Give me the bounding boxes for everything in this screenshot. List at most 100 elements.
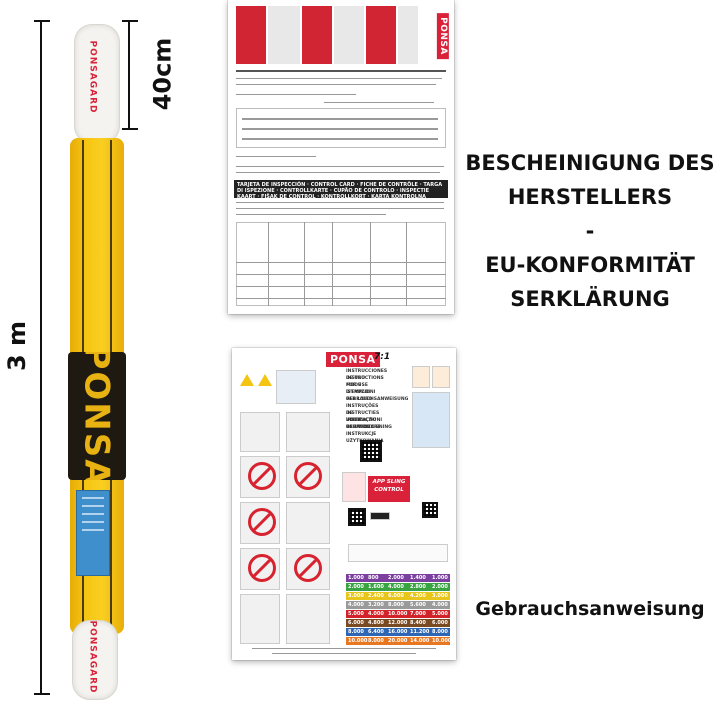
usage-pictogram (240, 594, 280, 644)
language-item: INSTRUCTIONS FOR USE (346, 376, 384, 388)
wll-value: 4.000 (368, 611, 384, 617)
language-item: GEBRAUCHSANWEISUNG (346, 397, 409, 402)
wll-value: 3.000 (432, 593, 448, 599)
wll-value: 6.400 (368, 629, 384, 635)
wll-value: 6.000 (432, 620, 448, 626)
app-sling-control-badge: APP SLING CONTROL (368, 476, 410, 502)
table-column (406, 222, 407, 306)
text-line (236, 208, 444, 209)
footer-line (252, 648, 436, 649)
eye-dimension-bottom-tick (122, 128, 138, 130)
wll-value: 12.000 (388, 620, 408, 626)
wll-value: 10.000 (432, 638, 452, 644)
wll-value: 6.000 (348, 620, 364, 626)
length-dimension-line (40, 20, 42, 695)
user-manual: PONSA 7:1 INSTRUCCIONES DE USO INSTRUCTI… (232, 348, 456, 660)
wll-value: 2.000 (388, 575, 404, 581)
wll-value: 800 (368, 575, 379, 581)
wll-value: 2.800 (410, 584, 426, 590)
conformity-caption-line: HERSTELLERS (507, 185, 673, 209)
header-red-cell (366, 6, 396, 64)
label-thumbnail (432, 366, 450, 388)
wll-value: 3.000 (348, 593, 364, 599)
length-dimension-bottom-tick (34, 693, 50, 695)
table-column (304, 222, 305, 306)
length-dimension-top-tick (34, 20, 50, 22)
wll-value: 2.000 (348, 584, 364, 590)
wll-value: 1.400 (410, 575, 426, 581)
prohibited-icon (248, 508, 276, 536)
eye-length-label: 40cm (148, 37, 177, 111)
table-row-line (236, 298, 446, 299)
control-card-header: TARJETA DE INSPECCIÓN · CONTROL CARD · F… (234, 180, 448, 198)
label-line (82, 497, 104, 499)
header-gray-cell (334, 6, 364, 64)
wll-value: 6.000 (388, 593, 404, 599)
usage-pictogram (240, 412, 280, 452)
qr-code (422, 502, 438, 518)
label-line (82, 513, 104, 515)
sling-blue-label (76, 490, 110, 576)
length-label: 3 m (3, 320, 32, 372)
wll-value: 1.000 (348, 575, 364, 581)
manual-brand-logo: PONSA (326, 352, 380, 367)
wll-value: 2.000 (432, 584, 448, 590)
text-line (236, 84, 436, 85)
wll-value: 5.000 (348, 611, 364, 617)
wll-value: 8.000 (348, 629, 364, 635)
table-column (268, 222, 269, 306)
wll-value: 20.000 (388, 638, 408, 644)
wll-value: 8.000 (388, 602, 404, 608)
text-line (236, 156, 316, 157)
sling-pictogram (276, 370, 316, 404)
sling-brand-text: PONSA (77, 352, 118, 480)
wll-value: 14.000 (410, 638, 430, 644)
wll-value: 16.000 (388, 629, 408, 635)
language-item: INSTRUCCIONES DE USO (346, 369, 388, 381)
sling-top-tag: PONSAGARD (87, 40, 98, 114)
language-item: MODE D'EMPLOI (346, 383, 371, 395)
language-item: INSTRUCTIES VOOR GEBRUIK (346, 411, 380, 430)
header-red-cell (236, 6, 266, 64)
wll-value: 5.600 (410, 602, 426, 608)
label-line (82, 505, 104, 507)
usage-pictogram (286, 412, 330, 452)
header-gray-cell (398, 6, 418, 64)
sling-bottom-eye (72, 620, 118, 700)
certificate-brand-logo: PONSA (436, 13, 449, 59)
text-line (236, 94, 356, 95)
language-item: INSTRUCTIUNI DE UTILIZARE (346, 418, 383, 430)
app-label: APP SLING CONTROL (372, 479, 406, 493)
usage-pictogram (286, 594, 330, 644)
wll-value: 4.000 (432, 602, 448, 608)
conformity-caption-line: BESCHEINIGUNG DES (465, 151, 715, 175)
text-line (236, 214, 386, 215)
sling-bottom-tag: PONSAGARD (87, 620, 98, 694)
wll-value: 4.200 (410, 593, 426, 599)
wll-value: 10.000 (388, 611, 408, 617)
table-row-line (236, 274, 446, 275)
conformity-caption: BESCHEINIGUNG DES HERSTELLERS - EU-KONFO… (462, 146, 718, 316)
text-line (236, 166, 444, 167)
wll-value: 8.400 (410, 620, 426, 626)
language-item: INSTRUÇÕES DE UTILIZAÇÃO (346, 404, 379, 423)
form-box (236, 108, 446, 148)
prohibited-icon (294, 554, 322, 582)
wll-value: 11.200 (410, 629, 430, 635)
table-row-line (236, 286, 446, 287)
wll-value: 1.600 (368, 584, 384, 590)
qr-code (348, 508, 366, 526)
form-line (242, 118, 438, 120)
hitch-pictogram-row (348, 544, 448, 562)
wll-value: 8.000 (368, 638, 384, 644)
safety-ratio: 7:1 (374, 352, 391, 362)
warning-icon (240, 374, 254, 386)
table-row-line (236, 262, 446, 263)
